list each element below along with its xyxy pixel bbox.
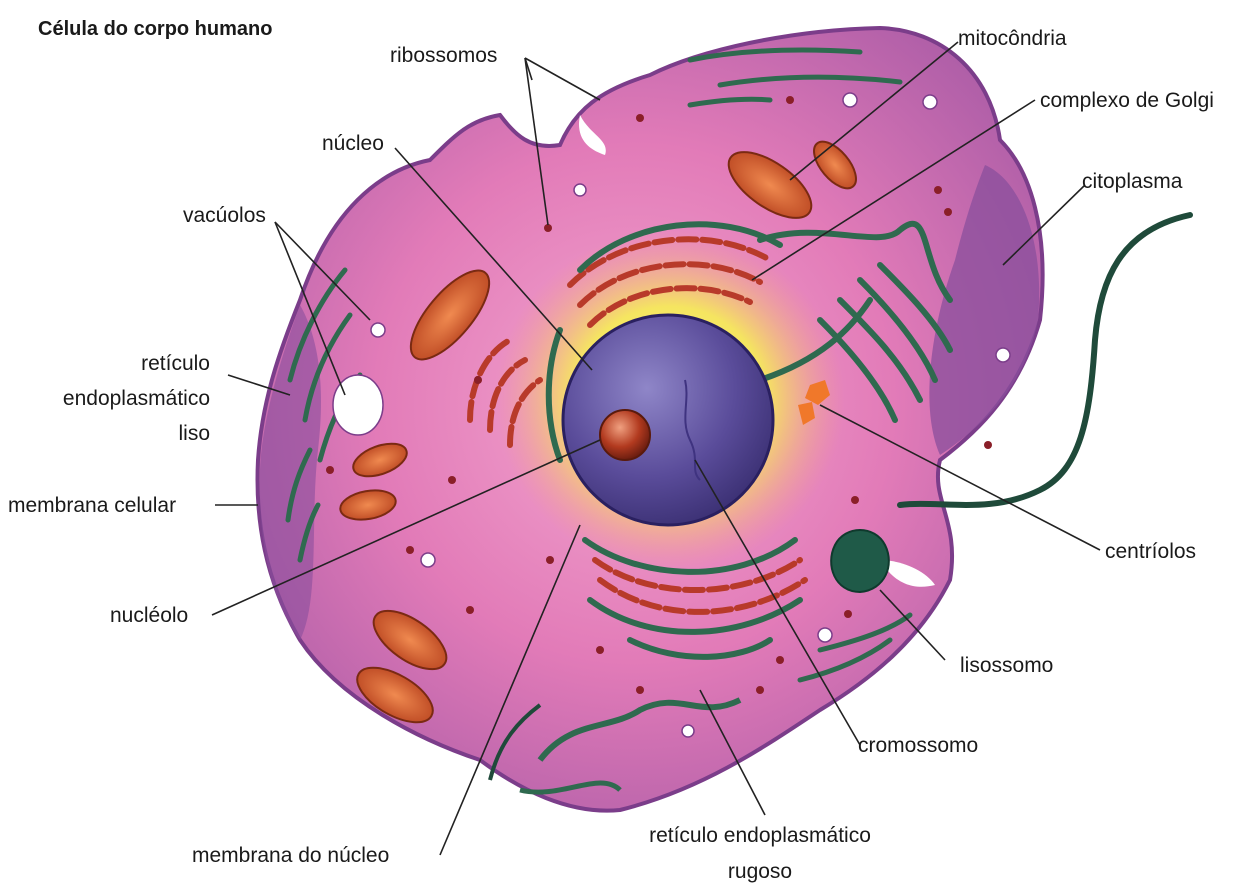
label-membrana-do-nucleo: membrana do núcleo bbox=[192, 844, 389, 867]
label-nucleolo: nucléolo bbox=[110, 604, 188, 627]
nucleus bbox=[563, 315, 773, 525]
label-ribossomos: ribossomos bbox=[390, 44, 497, 67]
label-reticulo-liso-line2: endoplasmático bbox=[63, 387, 210, 410]
label-reticulo-liso-line3: liso bbox=[178, 422, 210, 445]
diagram-title: Célula do corpo humano bbox=[38, 18, 272, 40]
label-mitocondria: mitocôndria bbox=[958, 27, 1067, 50]
lysosome bbox=[831, 530, 889, 592]
label-reticulo-liso-line1: retículo bbox=[141, 352, 210, 375]
label-citoplasma: citoplasma bbox=[1082, 170, 1183, 193]
label-centriolos: centríolos bbox=[1105, 540, 1196, 563]
nucleolus bbox=[600, 410, 650, 460]
label-reticulo-rugoso-line1: retículo endoplasmático bbox=[649, 824, 871, 847]
label-complexo-de-golgi: complexo de Golgi bbox=[1040, 89, 1214, 112]
label-vacuolos: vacúolos bbox=[183, 204, 266, 227]
label-membrana-celular: membrana celular bbox=[8, 494, 176, 517]
label-reticulo-rugoso-line2: rugoso bbox=[728, 860, 792, 883]
label-lisossomo: lisossomo bbox=[960, 654, 1053, 677]
label-cromossomo: cromossomo bbox=[858, 734, 978, 757]
label-nucleo: núcleo bbox=[322, 132, 384, 155]
